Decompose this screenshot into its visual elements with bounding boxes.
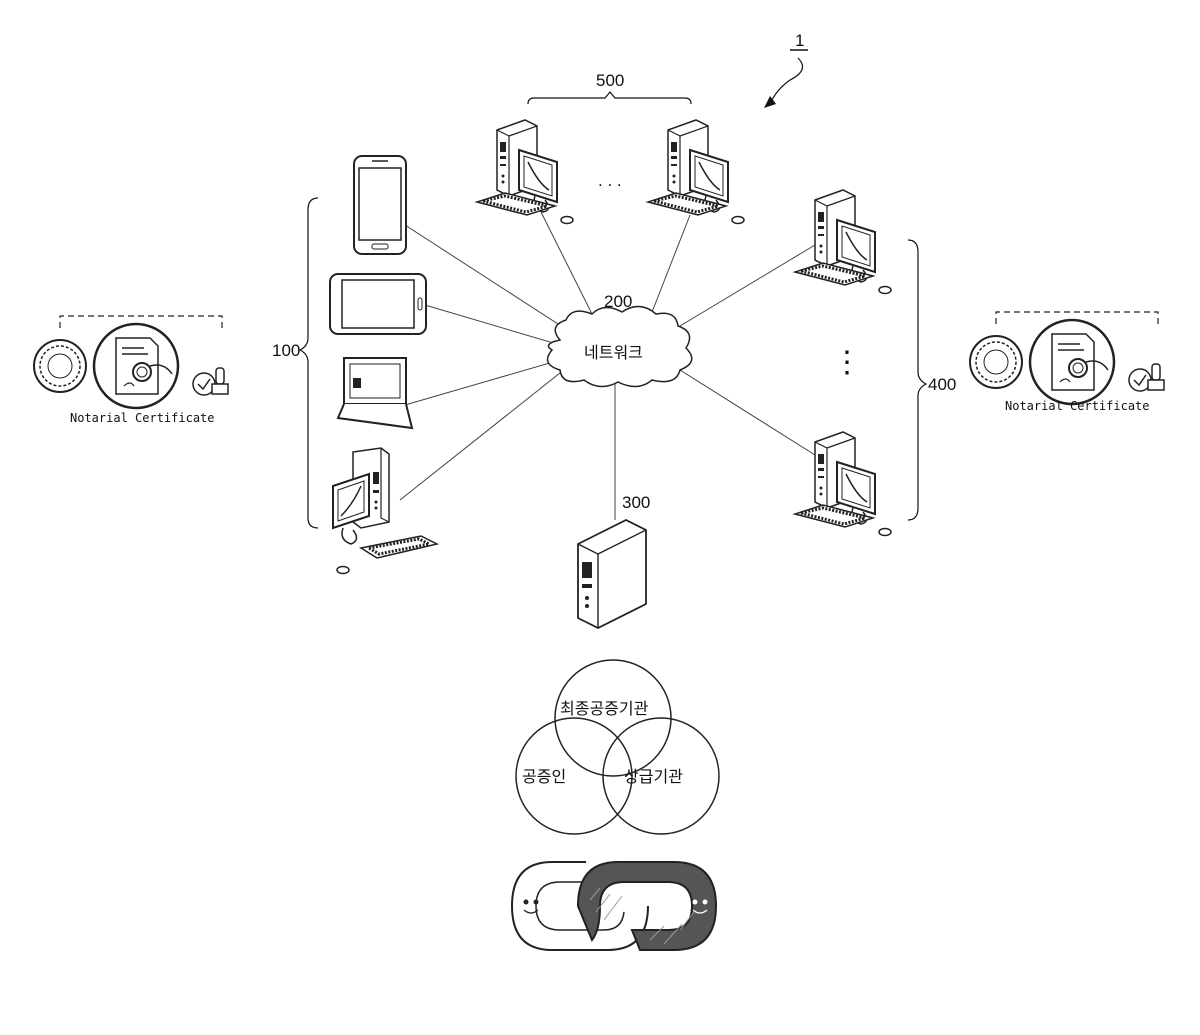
ellipsis-horizontal: . . . — [598, 171, 622, 190]
tablet — [330, 274, 426, 334]
certificate-left: Notarial Certificate — [34, 316, 228, 425]
label-300: 300 — [622, 493, 650, 512]
ellipsis-vertical: ⋮ — [832, 346, 862, 379]
certificate-right: Notarial Certificate — [970, 312, 1164, 413]
authority-terminals: 500 . . . — [477, 71, 744, 224]
label-400: 400 — [928, 375, 956, 394]
label-100: 100 — [272, 341, 300, 360]
venn-right-label: 상급기관 — [624, 767, 683, 786]
server: 300 — [578, 493, 650, 628]
network-cloud: 200 네트워크 — [548, 292, 692, 387]
venn-left-label: 공증인 — [522, 767, 566, 786]
authority-pc-2 — [648, 120, 744, 224]
chain-link-logo — [512, 862, 716, 950]
certificate-right-label: Notarial Certificate — [1005, 399, 1150, 413]
notary-pc-1 — [795, 190, 891, 294]
authority-pc-1 — [477, 120, 573, 224]
system-ref: 1 — [764, 31, 808, 108]
system-ref-label: 1 — [795, 31, 804, 50]
user-terminals: 100 — [272, 156, 437, 574]
label-200: 200 — [604, 292, 632, 311]
venn-top-label: 최종공증기관 — [560, 699, 649, 718]
laptop — [338, 358, 412, 428]
network-text: 네트워크 — [584, 343, 643, 362]
venn-diagram: 최종공증기관 공증인 상급기관 — [516, 660, 719, 834]
certificate-left-label: Notarial Certificate — [70, 411, 215, 425]
notary-pc-2 — [795, 432, 891, 536]
notary-terminals: ⋮ 400 — [795, 190, 956, 536]
user-pc — [333, 448, 437, 574]
smartphone — [354, 156, 406, 254]
label-500: 500 — [596, 71, 624, 90]
